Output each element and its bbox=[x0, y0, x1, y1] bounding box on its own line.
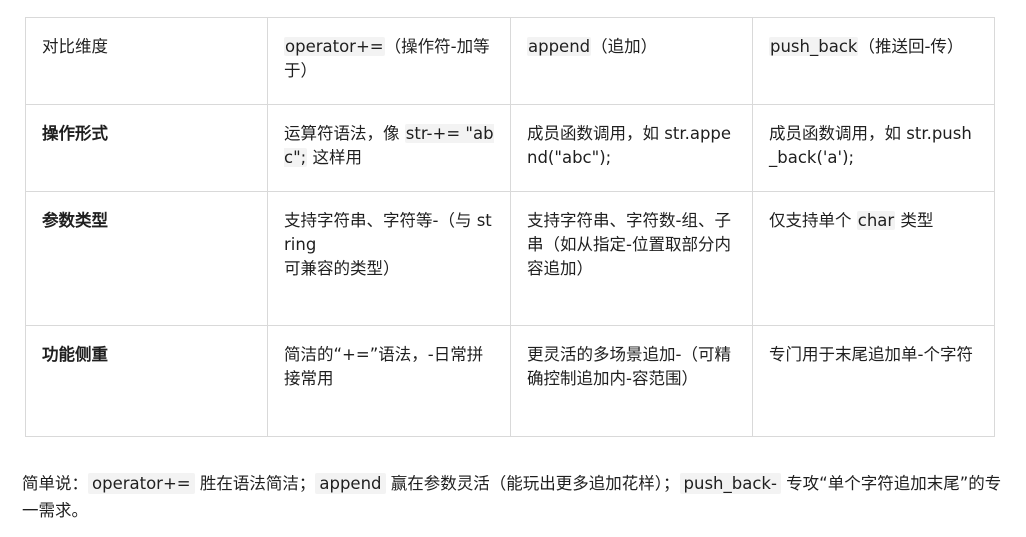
row-dimension-label: 功能侧重 bbox=[42, 345, 108, 364]
header-append-text: （追加） bbox=[591, 37, 658, 56]
row-operator-cell: 支持字符串、字符等-（与 string 可兼容的类型） bbox=[267, 191, 511, 326]
header-append-cell: append（追加） bbox=[510, 17, 753, 105]
cell-text: 运算符语法，像 bbox=[284, 124, 405, 143]
cell-code: string bbox=[284, 211, 492, 254]
summary-text: 胜在语法简洁； bbox=[194, 474, 316, 493]
table-row: 参数类型 支持字符串、字符等-（与 string 可兼容的类型） 支持字符串、字… bbox=[25, 191, 995, 326]
summary-paragraph: 简单说：operator+= 胜在语法简洁；append 赢在参数灵活（能玩出更… bbox=[22, 470, 1007, 524]
table-header-row: 对比维度 operator+=（操作符-加等于） append（追加） push… bbox=[25, 17, 995, 105]
row-dimension-cell: 参数类型 bbox=[25, 191, 268, 326]
cell-code: str.push_back('a'); bbox=[769, 124, 972, 167]
cell-code: str.append("abc"); bbox=[527, 124, 732, 167]
header-dimension-text: 对比维度 bbox=[42, 37, 108, 56]
header-pushback-text: （推送回-传） bbox=[858, 37, 964, 56]
row-dimension-label: 操作形式 bbox=[42, 124, 108, 143]
row-operator-cell: 简洁的“+=”语法，-日常拼接常用 bbox=[267, 325, 511, 437]
summary-code: operator+= bbox=[88, 473, 195, 494]
row-pushback-cell: 仅支持单个 char 类型 bbox=[752, 191, 995, 326]
cell-text: 仅支持单个 bbox=[769, 211, 857, 230]
row-append-cell: 成员函数调用，如 str.append("abc"); bbox=[510, 104, 753, 192]
table-row: 操作形式 运算符语法，像 str-+= "abc"; 这样用 成员函数调用，如 … bbox=[25, 104, 995, 192]
cell-text: 可兼容的类型） bbox=[284, 259, 400, 278]
header-operator-code: operator+= bbox=[284, 37, 385, 56]
summary-text: 简单说： bbox=[22, 474, 88, 493]
cell-text: 这样用 bbox=[307, 148, 362, 167]
cell-text: 成员函数调用，如 bbox=[769, 124, 907, 143]
table-row: 功能侧重 简洁的“+=”语法，-日常拼接常用 更灵活的多场景追加-（可精确控制追… bbox=[25, 325, 995, 437]
cell-text: 支持字符串、字符数-组、子串（如从指定-位置取部分内容追加） bbox=[527, 211, 731, 278]
cell-text: 简洁的“+=”语法，-日常拼接常用 bbox=[284, 345, 484, 388]
summary-code: append bbox=[315, 473, 386, 494]
cell-text: 更灵活的多场景追加-（可精确控制追加内-容范围） bbox=[527, 345, 731, 388]
header-operator-text: （操作符-加等于） bbox=[284, 37, 490, 80]
cell-text: 支持字符串、字符等-（与 bbox=[284, 211, 477, 230]
row-pushback-cell: 成员函数调用，如 str.push_back('a'); bbox=[752, 104, 995, 192]
header-pushback-cell: push_back（推送回-传） bbox=[752, 17, 995, 105]
summary-text: 专攻“单个字符追加末尾”的专一需求。 bbox=[22, 474, 1002, 520]
summary-text: 赢在参数灵活（能玩出更多追加花样）； bbox=[385, 474, 680, 493]
row-append-cell: 支持字符串、字符数-组、子串（如从指定-位置取部分内容追加） bbox=[510, 191, 753, 326]
cell-text: 专门用于末尾追加单-个字符 bbox=[769, 345, 973, 364]
row-operator-cell: 运算符语法，像 str-+= "abc"; 这样用 bbox=[267, 104, 511, 192]
row-dimension-cell: 功能侧重 bbox=[25, 325, 268, 437]
header-pushback-code: push_back bbox=[769, 37, 859, 56]
comparison-table: 对比维度 operator+=（操作符-加等于） append（追加） push… bbox=[25, 17, 995, 437]
header-dimension-cell: 对比维度 bbox=[25, 17, 268, 105]
cell-text: 类型 bbox=[895, 211, 934, 230]
header-operator-cell: operator+=（操作符-加等于） bbox=[267, 17, 511, 105]
cell-code: char bbox=[856, 211, 896, 230]
row-append-cell: 更灵活的多场景追加-（可精确控制追加内-容范围） bbox=[510, 325, 753, 437]
row-pushback-cell: 专门用于末尾追加单-个字符 bbox=[752, 325, 995, 437]
row-dimension-cell: 操作形式 bbox=[25, 104, 268, 192]
row-dimension-label: 参数类型 bbox=[42, 211, 108, 230]
header-append-code: append bbox=[527, 37, 592, 56]
summary-code: push_back- bbox=[679, 473, 781, 494]
cell-text: 成员函数调用，如 bbox=[527, 124, 665, 143]
